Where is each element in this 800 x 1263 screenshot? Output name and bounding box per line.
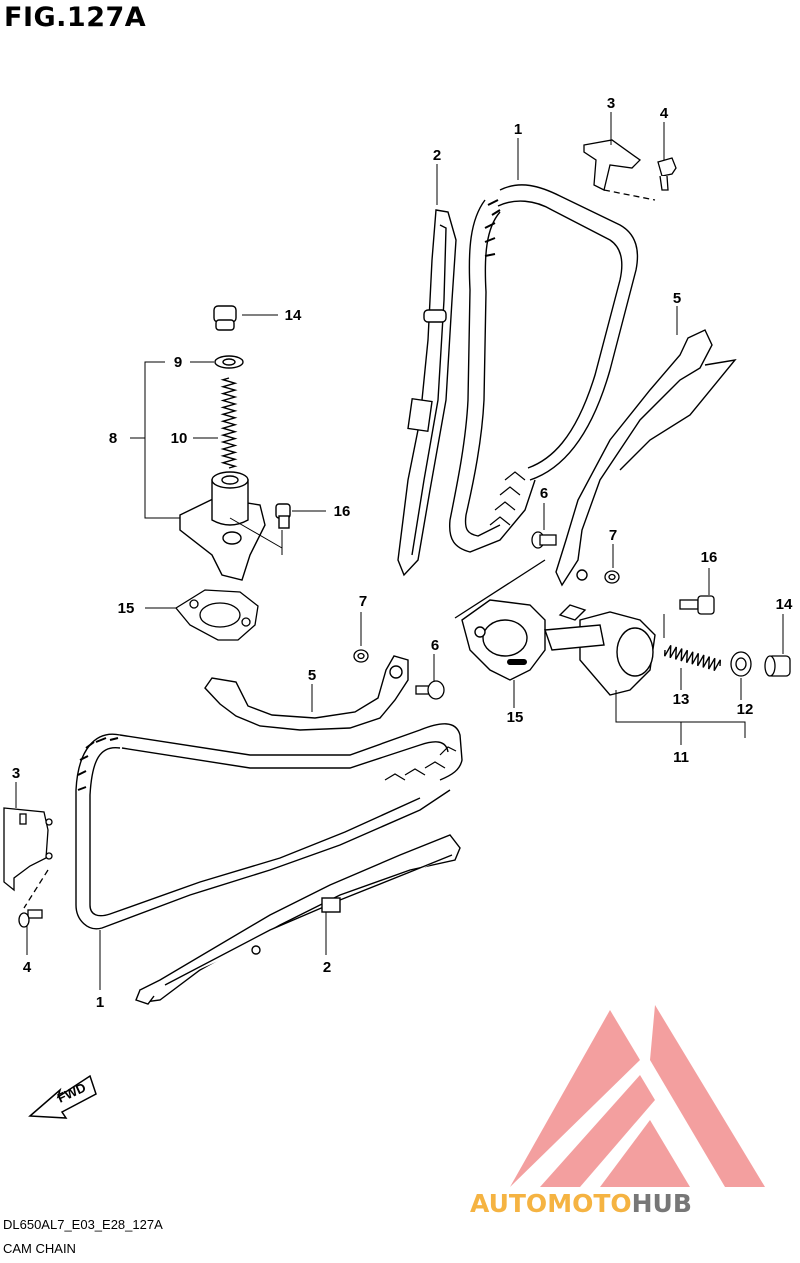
callout-labels: 1 2 3 4 5 6 7 14 9 8 10 16 15 7 6 5 16 1… [12,95,793,1011]
pivot-bolt-lower [415,680,445,700]
callout-7-lower: 7 [359,593,367,610]
callout-14-left: 14 [285,307,302,324]
figure-name: CAM CHAIN [3,1241,76,1256]
figure-code: DL650AL7_E03_E28_127A [3,1217,163,1232]
callout-14-right: 14 [776,596,793,613]
callout-7-upper: 7 [609,527,617,544]
tensioner-spring-left [220,377,238,469]
gasket-right [454,559,546,619]
callout-15-left: 15 [118,600,135,617]
watermark-moto: MOTO [547,1189,631,1218]
callout-8: 8 [109,430,117,447]
guide-bracket-lower [3,807,53,928]
leader-lines [15,112,784,990]
callout-16-left: 16 [334,503,351,520]
watermark-auto: AUTO [470,1189,547,1218]
callout-1-lower: 1 [96,994,104,1011]
callout-6-upper: 6 [540,485,548,502]
callout-16-right: 16 [701,549,718,566]
cam-chain-upper [448,184,639,553]
figure-title: FIG.127A [4,2,147,33]
pivot-bolt-upper [531,531,557,549]
tensioner-spring-right [664,645,721,671]
callout-6-lower: 6 [431,637,439,654]
callout-3-upper: 3 [607,95,615,112]
leader-8-bracket [130,361,283,555]
washer-bolt-right [730,651,791,677]
watermark-hub: HUB [632,1189,692,1218]
tensioner-assembly-right [461,599,656,696]
callout-4-upper: 4 [660,105,669,122]
callout-13: 13 [673,691,690,708]
gasket-left [175,589,259,641]
watermark-logo [510,1005,765,1187]
callout-5-upper: 5 [673,290,681,307]
callout-15-right: 15 [507,709,524,726]
tensioner-guide-lower [204,655,409,731]
chain-guide-lower [135,834,461,1005]
callout-9: 9 [174,354,182,371]
washer-lower [353,649,369,663]
watermark-brand: AUTOMOTOHUB [470,1189,692,1218]
callout-11: 11 [673,749,689,766]
callout-2-upper: 2 [433,147,441,164]
forward-arrow: FWD [28,1074,97,1119]
washer-upper [604,570,620,584]
guide-bracket-upper [583,139,677,201]
callout-4-lower: 4 [23,959,32,976]
chain-guide-upper [397,209,457,577]
callout-10: 10 [171,430,188,447]
cam-chain-lower [75,723,463,930]
bolt-16-right [679,595,715,615]
tensioner-assembly-left [179,305,291,581]
callout-2-lower: 2 [323,959,331,976]
callout-1-upper: 1 [514,121,522,138]
callout-3-lower: 3 [12,765,20,782]
callout-12: 12 [737,701,754,718]
tensioner-guide-upper [555,329,737,587]
callout-5-lower: 5 [308,667,316,684]
